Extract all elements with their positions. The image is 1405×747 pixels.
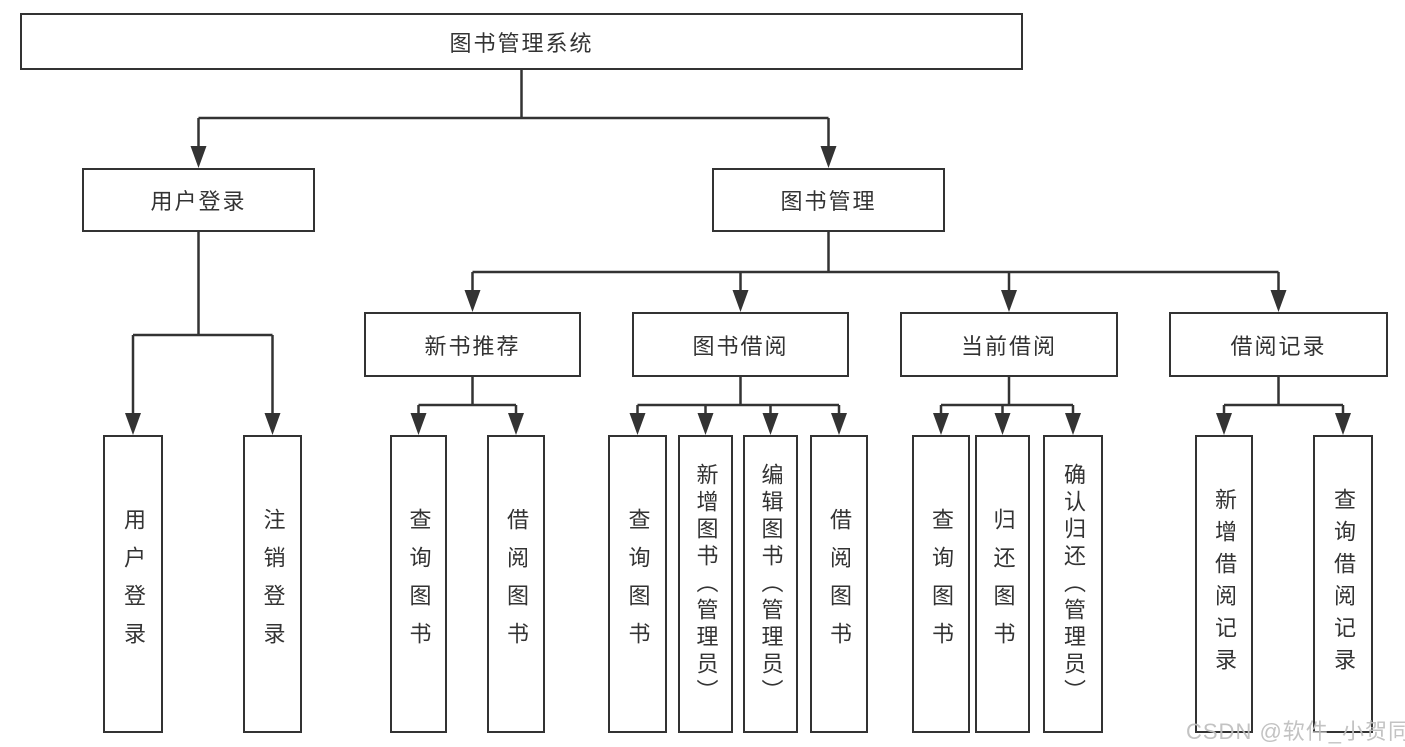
leaf-user-login: 用户登录 [103,435,163,733]
node-book-borrowing: 图书借阅 [632,312,849,377]
leaf-add-books-admin: 新增图书（管理员） [678,435,733,733]
connector [636,377,841,417]
connector [131,232,274,417]
arrow-down-icon [1270,290,1287,312]
arrow-down-icon [762,413,779,435]
arrow-down-icon [820,146,837,168]
arrow-down-icon [190,146,207,168]
connector [1222,377,1345,417]
arrow-down-icon [410,413,427,435]
leaf-borrow-books-recommend: 借阅图书 [487,435,545,733]
arrow-down-icon [1216,413,1232,435]
connector [417,377,518,417]
leaf-query-books-borrowing: 查询图书 [608,435,667,733]
arrow-down-icon [1065,413,1081,435]
leaf-query-books-recommend: 查询图书 [390,435,447,733]
node-user-login: 用户登录 [82,168,315,232]
connector [939,377,1075,417]
leaf-query-books-current: 查询图书 [912,435,970,733]
leaf-confirm-return-admin: 确认归还（管理员） [1043,435,1103,733]
node-book-management: 图书管理 [712,168,945,232]
arrow-down-icon [264,413,281,435]
arrow-down-icon [1001,290,1017,312]
arrow-down-icon [697,413,714,435]
leaf-borrow-books: 借阅图书 [810,435,868,733]
arrow-down-icon [508,413,524,435]
node-new-book-recommend: 新书推荐 [364,312,581,377]
leaf-logout: 注销登录 [243,435,302,733]
connector [197,70,830,150]
leaf-query-borrow-record: 查询借阅记录 [1313,435,1373,733]
connector [471,232,1280,294]
arrow-down-icon [464,290,481,312]
leaf-edit-books-admin: 编辑图书（管理员） [743,435,798,733]
arrow-down-icon [1335,413,1351,435]
node-current-borrowing: 当前借阅 [900,312,1118,377]
node-root-system: 图书管理系统 [20,13,1023,70]
leaf-add-borrow-record: 新增借阅记录 [1195,435,1253,733]
arrow-down-icon [933,413,949,435]
leaf-return-books: 归还图书 [975,435,1030,733]
arrow-down-icon [994,413,1011,435]
node-borrowing-records: 借阅记录 [1169,312,1388,377]
arrow-down-icon [629,413,646,435]
arrow-down-icon [732,290,749,312]
arrow-down-icon [831,413,847,435]
arrow-down-icon [125,413,141,435]
